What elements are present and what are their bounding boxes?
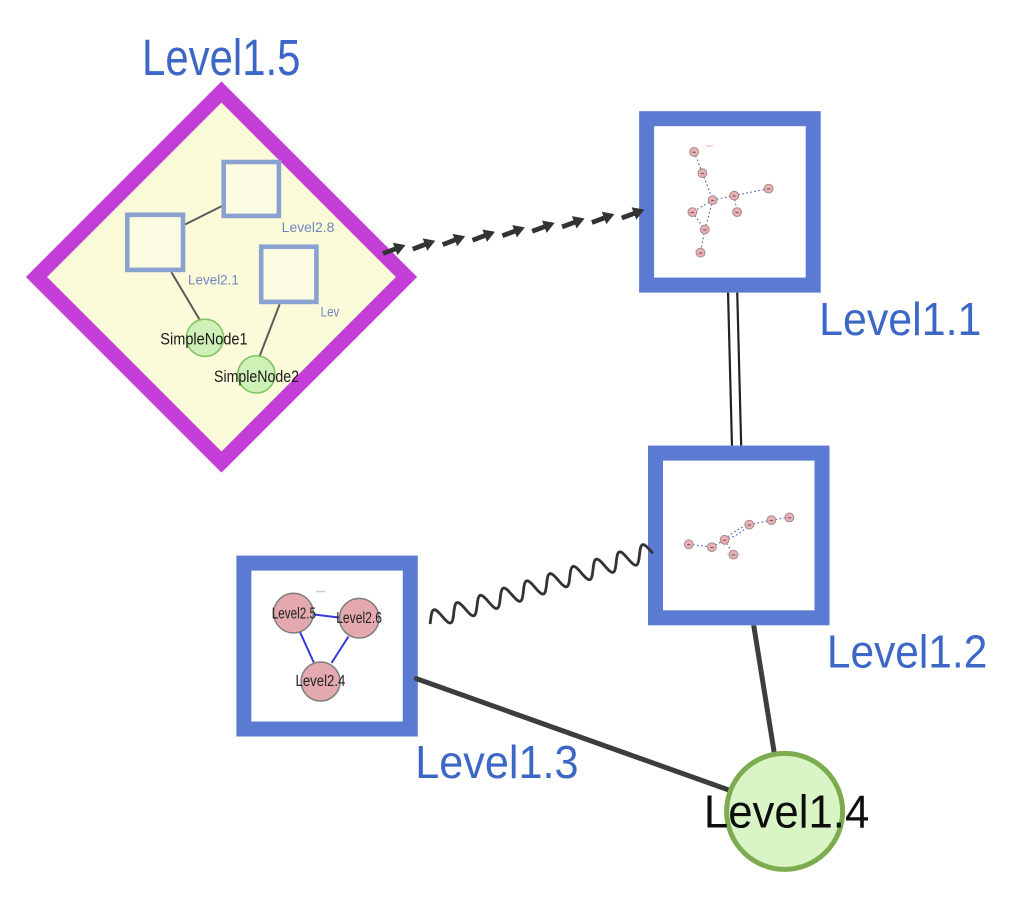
svg-text:Level1.1: Level1.1	[819, 293, 981, 345]
svg-text:Lev: Lev	[321, 304, 340, 319]
svg-text:SimpleNode2: SimpleNode2	[214, 368, 299, 386]
svg-text:Level2.1: Level2.1	[188, 273, 239, 288]
svg-text:Level1.3: Level1.3	[415, 736, 578, 788]
svg-text:Level1.5: Level1.5	[142, 29, 301, 86]
svg-text:Level2.5: Level2.5	[272, 605, 316, 622]
svg-text:Level2.6: Level2.6	[336, 610, 382, 627]
svg-text:Level2.4: Level2.4	[296, 673, 346, 690]
svg-text:Level2.8: Level2.8	[282, 220, 335, 235]
svg-text:Level1.2: Level1.2	[827, 625, 987, 677]
svg-text:Level1.4: Level1.4	[704, 786, 869, 838]
svg-text:SimpleNode1: SimpleNode1	[160, 331, 247, 349]
